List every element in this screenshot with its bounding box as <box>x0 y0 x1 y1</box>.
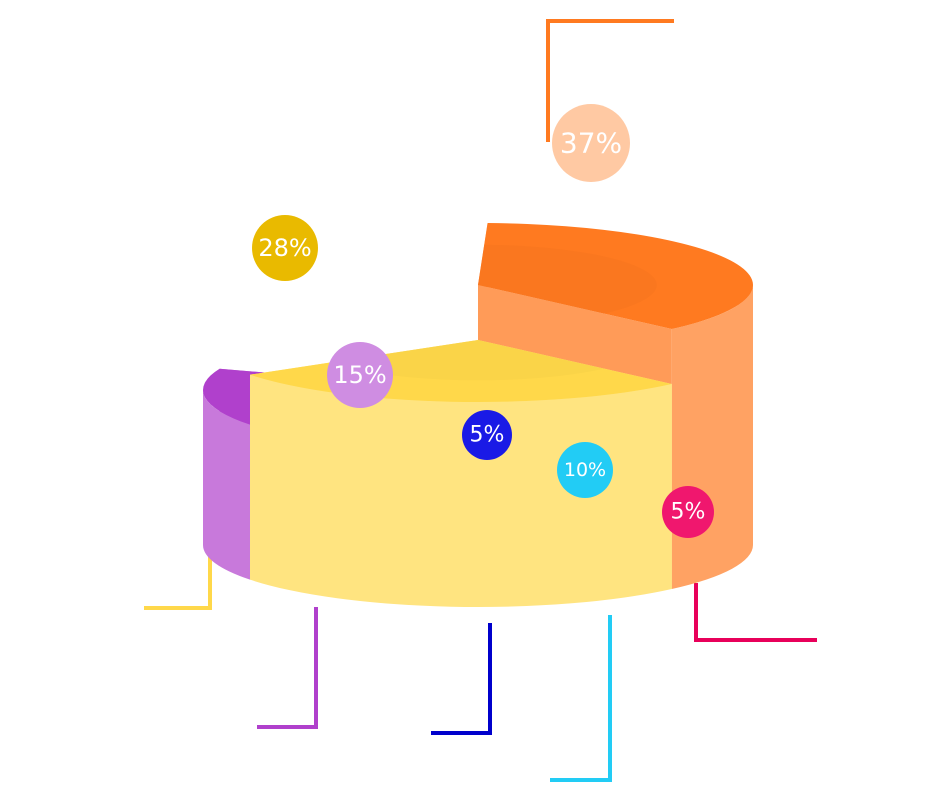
value-bubble <box>662 486 714 538</box>
connector-line <box>144 551 212 610</box>
value-bubble <box>552 104 630 182</box>
connector-line <box>550 615 612 782</box>
value-label: 15% <box>333 361 386 389</box>
connector-line <box>694 583 817 642</box>
connector-line <box>257 607 318 729</box>
value-bubbles: 37% 28% 15% 5% 10% 5% <box>252 104 714 538</box>
slice-outer-wall <box>203 390 251 580</box>
connector-line <box>431 623 492 735</box>
slice-top-shade <box>329 340 604 381</box>
slice-top-face <box>478 223 753 329</box>
value-label: 28% <box>258 234 311 262</box>
connector-line <box>546 19 674 142</box>
value-label: 5% <box>671 500 706 525</box>
value-label: 5% <box>470 423 505 448</box>
slice-outer-wall <box>250 374 672 607</box>
slice-outer-wall <box>671 285 753 589</box>
value-bubble <box>327 342 393 408</box>
value-bubble <box>462 410 512 460</box>
value-label: 10% <box>564 459 606 481</box>
value-bubble <box>252 215 318 281</box>
connector-lines <box>144 19 817 782</box>
value-bubble <box>557 442 613 498</box>
slice-top-shade <box>478 244 657 314</box>
value-label: 37% <box>560 127 622 160</box>
